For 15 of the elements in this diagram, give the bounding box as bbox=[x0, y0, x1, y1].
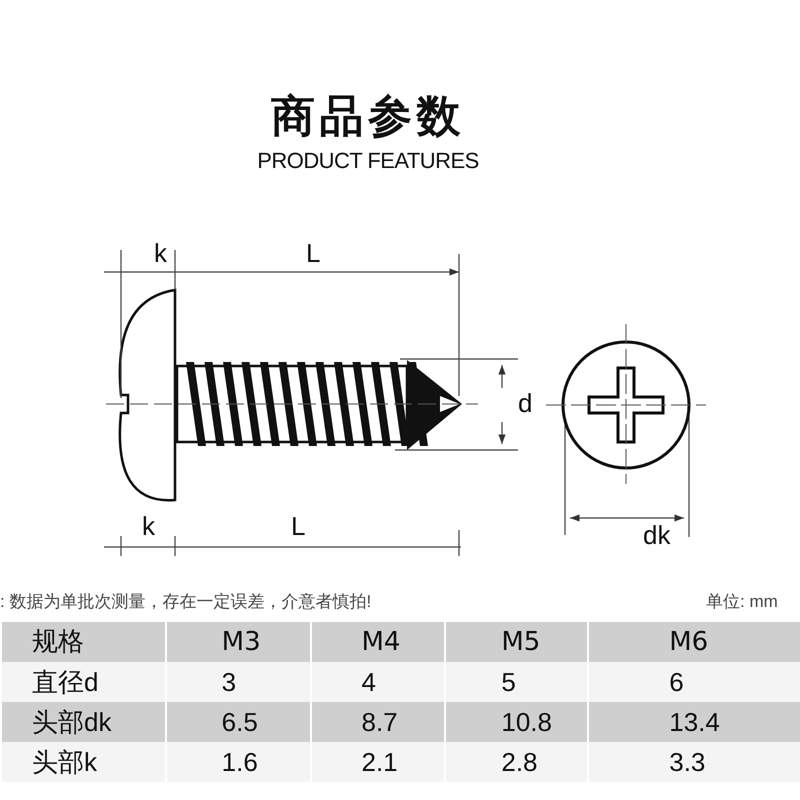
table-cell: 2.8 bbox=[445, 742, 588, 782]
table-cell: 1.6 bbox=[166, 742, 310, 782]
table-cell: 头部k bbox=[1, 742, 166, 782]
note-text: : 数据为单批次测量，存在一定误差，介意者慎拍! bbox=[0, 593, 372, 610]
dimension-label: L bbox=[306, 240, 320, 266]
title: 商品参数 bbox=[271, 90, 465, 144]
dimension-label: d bbox=[518, 390, 532, 416]
dimension-label: k bbox=[142, 513, 155, 539]
table-cell: 2.1 bbox=[310, 742, 446, 782]
note-text: 单位: mm bbox=[706, 593, 778, 610]
dimension-label: k bbox=[154, 240, 167, 266]
subtitle: PRODUCT FEATURES bbox=[257, 150, 479, 172]
dimension-label: L bbox=[291, 513, 306, 539]
dimension-label: dk bbox=[643, 522, 670, 548]
table-cell: 3.3 bbox=[588, 742, 800, 782]
